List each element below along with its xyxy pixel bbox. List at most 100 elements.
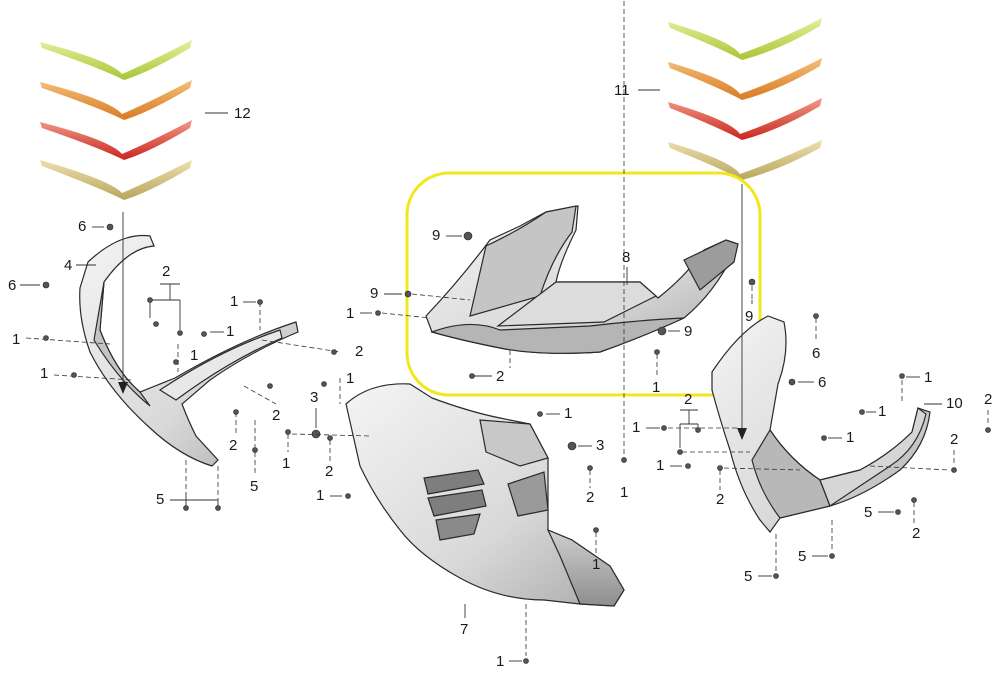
- callout-6-a: 6: [78, 218, 86, 235]
- left-side-panel: [79, 234, 299, 467]
- callout-7: 7: [460, 621, 468, 638]
- stripe-orange-left: [40, 80, 192, 120]
- clip-icon: [469, 373, 475, 379]
- callout-1-m: 1: [592, 556, 600, 573]
- screw-icon: [899, 373, 905, 379]
- callout-1-p: 1: [656, 457, 664, 474]
- stripe-tan-right: [668, 140, 822, 180]
- callout-5-a: 5: [250, 478, 258, 495]
- screw-icon: [345, 493, 351, 499]
- screw-icon: [523, 658, 529, 664]
- screw-icon: [215, 505, 221, 511]
- clip-icon: [327, 435, 333, 441]
- callout-3-a: 3: [310, 389, 318, 406]
- under-cover-part-8: [425, 205, 739, 354]
- callout-1-a: 1: [12, 331, 20, 348]
- screw-icon: [321, 381, 327, 387]
- callout-6-b: 6: [8, 277, 16, 294]
- clip-icon: [911, 497, 917, 503]
- callout-9-b: 9: [370, 285, 378, 302]
- nut-icon: [404, 290, 412, 298]
- screw-icon: [829, 553, 835, 559]
- callout-1-s: 1: [846, 429, 854, 446]
- screw-icon: [71, 372, 77, 378]
- clip-icon: [985, 427, 991, 433]
- callout-9-d: 9: [745, 308, 753, 325]
- callout-9-a: 9: [432, 227, 440, 244]
- screw-icon: [106, 223, 114, 231]
- highlight-box: [405, 171, 762, 397]
- screw-icon: [621, 457, 627, 463]
- stripe-orange-right: [668, 58, 822, 100]
- callout-6-d: 6: [818, 374, 826, 391]
- stripe-lime-right: [668, 18, 822, 60]
- screw-icon: [42, 281, 50, 289]
- clip-icon: [177, 330, 183, 336]
- screw-icon: [173, 359, 179, 365]
- screw-icon: [895, 509, 901, 515]
- screw-icon: [257, 299, 263, 305]
- callout-3-b: 3: [596, 437, 604, 454]
- callout-1-b: 1: [40, 365, 48, 382]
- clip-icon: [233, 409, 239, 415]
- callout-2-g: 2: [586, 489, 594, 506]
- callout-2-d: 2: [229, 437, 237, 454]
- callout-2-c: 2: [272, 407, 280, 424]
- stripe-lime-left: [40, 40, 192, 80]
- nut-icon: [657, 326, 667, 336]
- callout-1-l: 1: [620, 484, 628, 501]
- callout-2-h: 2: [684, 391, 692, 408]
- callout-2-b: 2: [355, 343, 363, 360]
- screw-icon: [183, 505, 189, 511]
- callout-2-i: 2: [716, 491, 724, 508]
- callout-1-o: 1: [632, 419, 640, 436]
- stripe-tan-left: [40, 160, 192, 200]
- screw-icon: [654, 349, 660, 355]
- callout-5-d: 5: [798, 548, 806, 565]
- callout-1-r: 1: [878, 403, 886, 420]
- clip-icon: [147, 297, 153, 303]
- callout-1-f: 1: [346, 305, 354, 322]
- callout-1-q: 1: [924, 369, 932, 386]
- nut-icon: [463, 231, 473, 241]
- clip-icon: [267, 383, 273, 389]
- callout-12: 12: [234, 105, 251, 122]
- screw-icon: [661, 425, 667, 431]
- callout-1-h: 1: [346, 370, 354, 387]
- callout-5-e: 5: [744, 568, 752, 585]
- screw-icon: [685, 463, 691, 469]
- clip-icon: [717, 465, 723, 471]
- clip-icon: [331, 349, 337, 355]
- screw-icon: [201, 331, 207, 337]
- grommet-icon: [567, 441, 577, 451]
- clip-icon: [587, 465, 593, 471]
- callout-10: 10: [946, 395, 963, 412]
- callout-5-c: 5: [864, 504, 872, 521]
- callout-2-l: 2: [912, 525, 920, 542]
- right-side-panel: [711, 315, 931, 533]
- callout-9-c: 9: [684, 323, 692, 340]
- screw-icon: [537, 411, 543, 417]
- screw-icon: [813, 313, 819, 319]
- callout-2-a: 2: [162, 263, 170, 280]
- screw-icon: [821, 435, 827, 441]
- callout-1-j: 1: [316, 487, 324, 504]
- screw-icon: [859, 409, 865, 415]
- callout-1-k: 1: [564, 405, 572, 422]
- screw-icon: [593, 527, 599, 533]
- screw-icon: [285, 429, 291, 435]
- grommet-icon: [311, 429, 321, 439]
- clip-icon: [695, 427, 701, 433]
- stripe-red-left: [40, 120, 192, 160]
- callout-5-b: 5: [156, 491, 164, 508]
- stripe-set-left: [40, 40, 192, 200]
- callout-2-k: 2: [950, 431, 958, 448]
- front-lower-cover-part-7: [345, 383, 625, 607]
- callout-1-n: 1: [496, 653, 504, 670]
- screw-icon: [43, 335, 49, 341]
- callout-2-e: 2: [496, 368, 504, 385]
- screw-icon: [375, 310, 381, 316]
- callout-2-f: 2: [325, 463, 333, 480]
- callout-1-c: 1: [230, 293, 238, 310]
